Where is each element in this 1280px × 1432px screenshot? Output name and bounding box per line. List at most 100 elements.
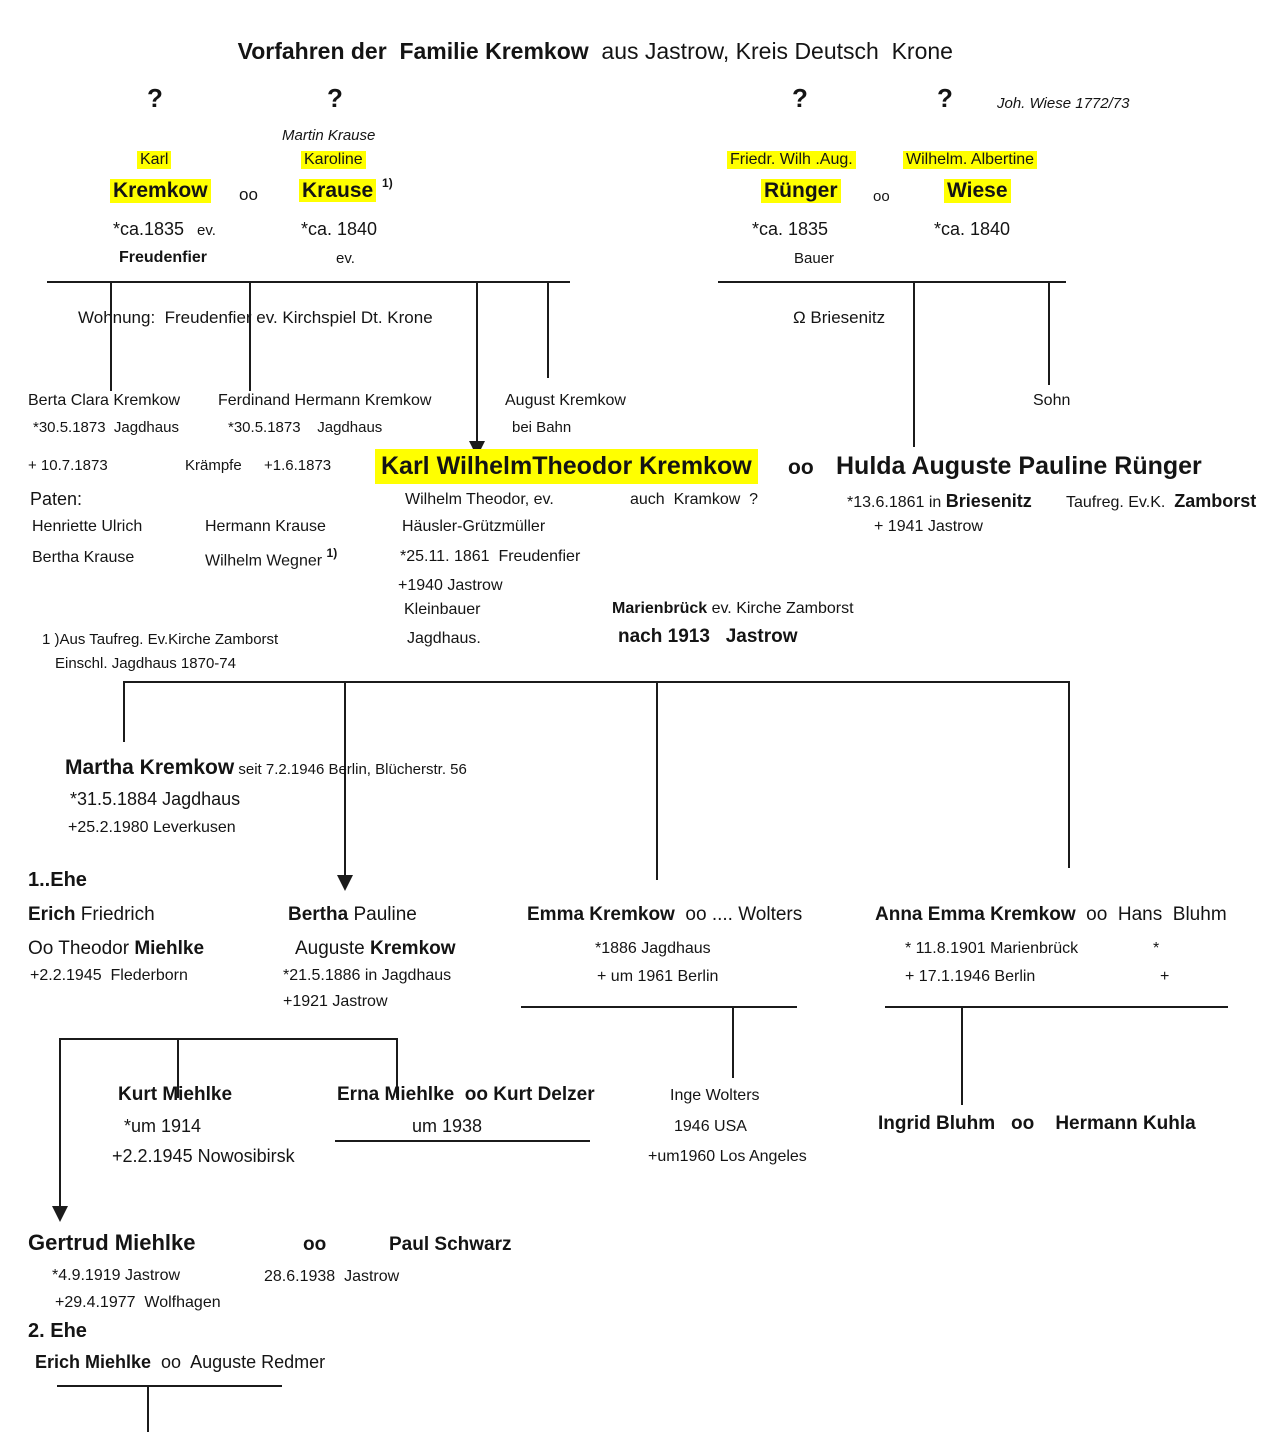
bertha-death: +1921 Jastrow [283,993,388,1010]
bertha-name-2: Auguste Kremkow [295,938,456,960]
line-erich2-descent [147,1385,149,1432]
august-note: bei Bahn [512,419,572,436]
bertha-name-bold: Bertha [288,904,349,925]
erich-oo: Oo Theodor [28,938,135,959]
husband-birth-right: *ca. 1835 [752,219,829,239]
karl-detail-names: Wilhelm Theodor, ev. [405,491,554,508]
line-to-berta [110,281,112,391]
line-to-sohn [1048,281,1050,385]
hulda-taufreg-place: Zamborst [1174,491,1257,511]
paten-4: Wilhelm Wegner 1) [205,546,338,571]
wife-given-right: Wilhelm. Albertine [903,151,1038,170]
line-to-martha [123,681,125,742]
line-to-erna [396,1038,398,1098]
erich-spouse: Miehlke [134,938,205,959]
karl-occupation-1: Häusler-Grützmüller [402,518,546,535]
residence-right: Ω Briesenitz [793,308,886,327]
line-to-karl-arrow [476,281,478,443]
husband-surname-left: Kremkow [110,179,211,204]
line-to-ingrid [961,1006,963,1105]
anna-name-rest: oo Hans Bluhm [1075,904,1227,925]
footnote-line-1: 1 )Aus Taufreg. Ev.Kirche Zamborst [42,631,279,648]
emma-name-rest: oo .... Wolters [674,904,803,925]
footnote-line-2: Einschl. Jagdhaus 1870-74 [55,655,236,672]
ingrid-marriage: Ingrid Bluhm oo Hermann Kuhla [878,1113,1196,1134]
line-anna-horizontal [885,1006,1228,1008]
gertrud-name: Gertrud Miehlke [28,1230,196,1255]
august-name: August Kremkow [505,392,626,409]
emma-birth: *1886 Jagdhaus [595,940,711,957]
ferdinand-cause: Krämpfe [185,457,242,474]
bertha-name: Bertha Pauline [288,904,417,926]
karl-death: +1940 Jastrow [398,577,503,594]
page-title-main: Vorfahren der Familie Kremkow [237,38,589,65]
husband-given-right: Friedr. Wilh .Aug. [727,151,856,170]
bertha-name2-plain: Auguste [295,938,370,959]
central-marriage-symbol: oo [788,456,814,479]
page-title-suffix: aus Jastrow, Kreis Deutsch Krone [588,38,953,65]
paten-4-ref: 1) [326,546,338,560]
paul-name: Paul Schwarz [389,1234,512,1255]
wife-religion-left: ev. [336,250,355,267]
line-left-family-horizontal [47,281,570,283]
erich-spouse-line: Oo Theodor Miehlke [28,938,204,960]
erna-name: Erna Miehlke oo Kurt Delzer [337,1084,595,1105]
inge-birth: 1946 USA [674,1118,747,1135]
line-to-august [547,281,549,378]
sohn-label: Sohn [1033,392,1071,409]
hulda-marienbrueck-rest: ev. Kirche Zamborst [707,600,854,617]
emma-death: + um 1961 Berlin [597,968,719,985]
line-to-hulda [913,281,915,447]
bertha-birth: *21.5.1886 in Jagdhaus [283,967,452,984]
unknown-mother-left: ? [327,83,343,113]
paten-2: Hermann Krause [205,518,326,535]
anna-birth: * 11.8.1901 Marienbrück [905,940,1079,957]
gertrud-marriage-symbol: oo [303,1234,327,1255]
anna-spouse-birth-star: * [1153,940,1160,957]
anna-name-bold: Anna Emma Kremkow [875,904,1076,925]
ehe1-label: 1..Ehe [28,869,87,891]
paten-3: Bertha Krause [32,549,135,566]
line-to-emma [656,681,658,880]
husband-place-left: Freudenfier [119,249,208,266]
line-to-anna [1068,681,1070,868]
unknown-father-right: ? [792,83,808,113]
erich-name-rest: Friedrich [75,904,155,925]
page-title: Vorfahren der Familie Kremkow aus Jastro… [212,12,953,91]
hulda-nach-1913: nach 1913 Jastrow [618,626,798,647]
inge-name: Inge Wolters [670,1087,760,1104]
berta-birth: *30.5.1873 Jagdhaus [33,419,179,436]
hulda-birth-place: Briesenitz [945,491,1032,511]
ferdinand-birth: *30.5.1873 Jagdhaus [228,419,383,436]
marriage-symbol-right: oo [873,188,890,205]
martha-birth: *31.5.1884 Jagdhaus [70,789,241,809]
martha-since: seit 7.2.1946 Berlin, Blücherstr. 56 [234,761,467,778]
unknown-father-left: ? [147,83,163,113]
wife-given-left: Karoline [301,151,366,170]
wife-surname-left-wrap: Krause 1) [299,176,393,203]
hulda-marienbrueck: Marienbrück ev. Kirche Zamborst [612,600,854,618]
kurt-birth: *um 1914 [124,1116,202,1136]
line-erich2-marriage [57,1385,282,1387]
ferdinand-death: +1.6.1873 [264,457,332,474]
hulda-marienbrueck-bold: Marienbrück [612,600,708,617]
arrow-down-to-bertha-icon [337,875,353,891]
bertha-name-rest: Pauline [348,904,417,925]
hulda-death: + 1941 Jastrow [874,518,983,535]
line-right-family-horizontal [718,281,1066,283]
residence-left: Wohnung: Freudenfier ev. Kirchspiel Dt. … [78,308,433,327]
wife-surname-left: Krause [299,179,377,202]
karl-husband-name: Karl WilhelmTheodor Kremkow [375,449,758,484]
erich-name-bold: Erich [28,904,76,925]
mother-note: Martin Krause [282,127,376,144]
unknown-mother-right: ? [937,83,953,113]
karl-place: Jagdhaus. [407,630,481,647]
line-to-gertrud-arrow [59,1038,61,1208]
line-to-ferdinand [249,281,251,391]
erna-marriage-year: um 1938 [412,1116,483,1136]
martha-death: +25.2.1980 Leverkusen [68,819,236,836]
karl-birth: *25.11. 1861 Freudenfier [400,548,581,565]
gertrud-death: +29.4.1977 Wolfhagen [55,1294,221,1311]
erich-name: Erich Friedrich [28,904,155,926]
